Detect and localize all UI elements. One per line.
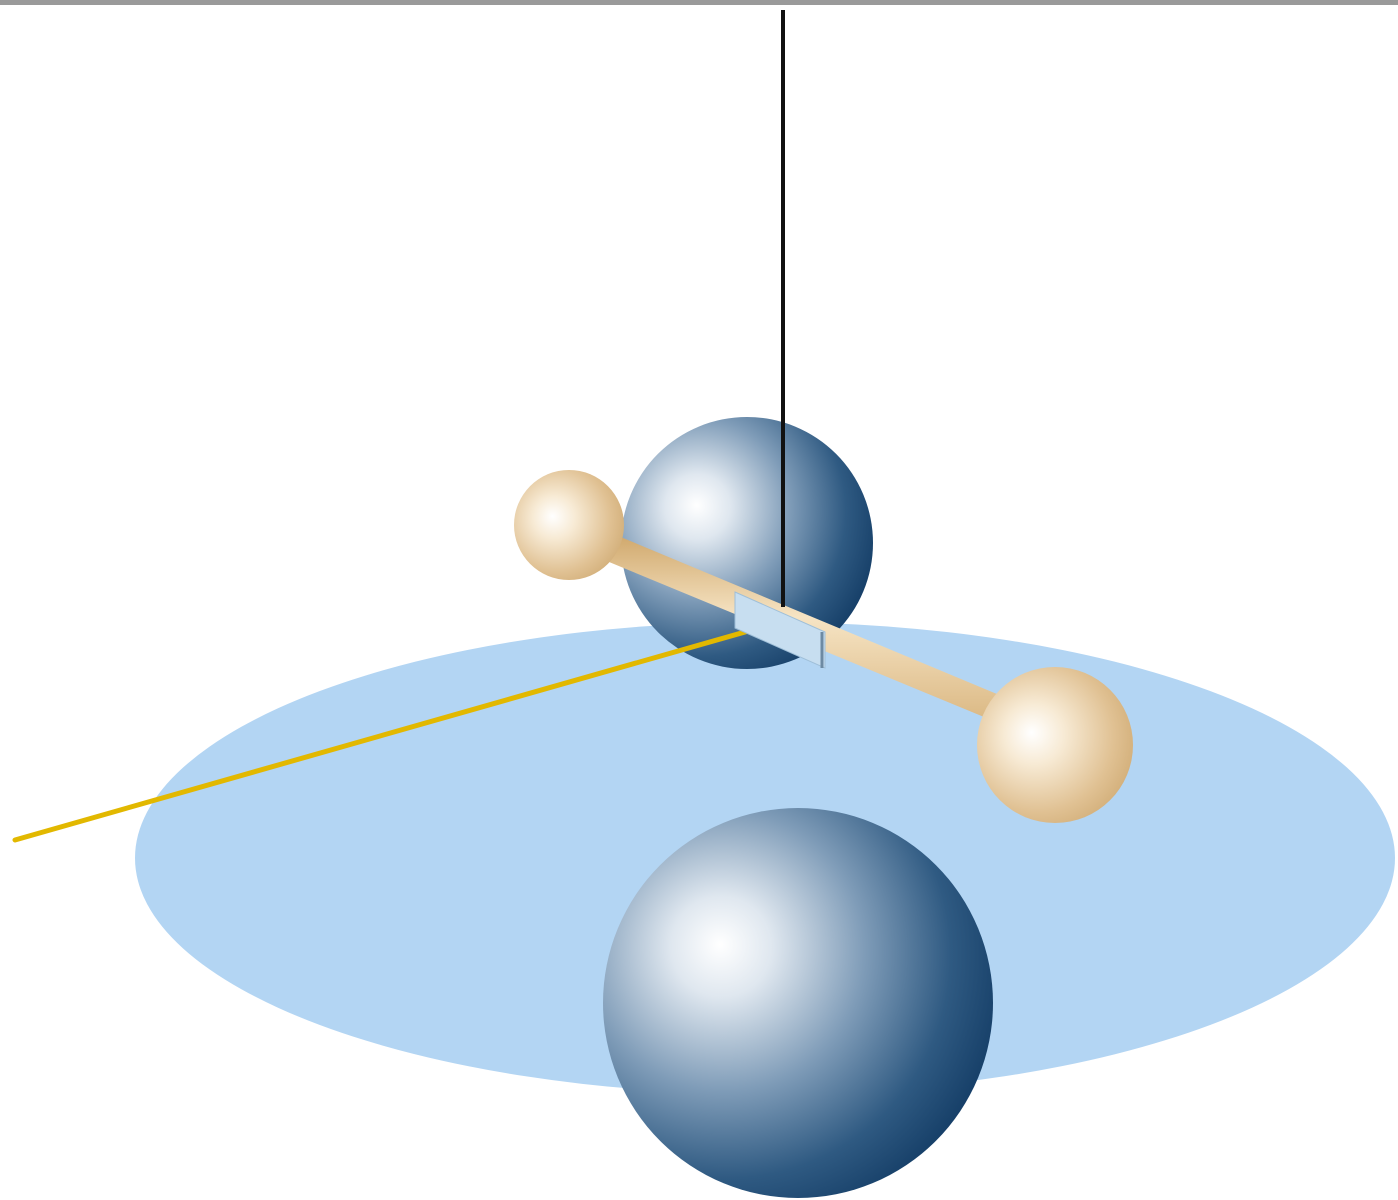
light-beam (12, 619, 783, 843)
mirror (734, 591, 826, 669)
large-sphere-lower (603, 808, 993, 1198)
top-border (0, 0, 1398, 5)
small-sphere-left (514, 470, 624, 580)
small-sphere-right (977, 667, 1133, 823)
large-sphere-upper (621, 417, 873, 669)
